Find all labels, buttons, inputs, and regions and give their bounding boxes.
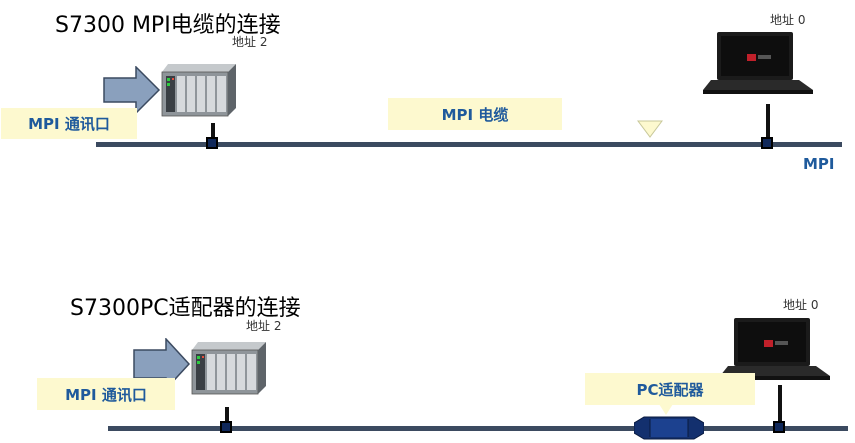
section1-plc-stem — [211, 123, 215, 137]
section2-plc-node — [220, 421, 232, 433]
section2-plc-icon — [190, 338, 268, 396]
section1-pc-stem — [766, 104, 770, 137]
section1-port-label: MPI 通讯口 — [1, 108, 137, 139]
section1-triangle-marker — [637, 120, 663, 138]
section1-plc-node — [206, 137, 218, 149]
section1-plc-icon — [160, 60, 238, 118]
section1-laptop-icon — [703, 30, 815, 96]
section2-title: S7300PC适配器的连接 — [70, 296, 301, 321]
section2-pc-address: 地址 0 — [783, 298, 819, 312]
section1-mpi-bus — [96, 142, 842, 147]
section1-pc-address: 地址 0 — [770, 13, 806, 27]
section2-adapter-pointer — [659, 404, 673, 416]
section2-pc-node — [773, 421, 785, 433]
section1-pc-node — [761, 137, 773, 149]
section2-pc-adapter-icon — [634, 415, 704, 441]
section2-plc-stem — [225, 407, 229, 421]
section2-pc-stem — [778, 385, 782, 421]
section1-title: S7300 MPI电缆的连接 — [55, 13, 281, 38]
section2-mpi-bus — [108, 426, 848, 431]
section1-cable-label: MPI 电缆 — [388, 98, 562, 130]
section1-arrow-icon — [103, 66, 161, 114]
section1-bus-label: MPI — [803, 155, 835, 173]
section2-plc-address: 地址 2 — [246, 319, 282, 333]
section1-plc-address: 地址 2 — [232, 35, 268, 49]
section2-adapter-label: PC适配器 — [585, 373, 755, 405]
section2-port-label: MPI 通讯口 — [37, 378, 175, 410]
